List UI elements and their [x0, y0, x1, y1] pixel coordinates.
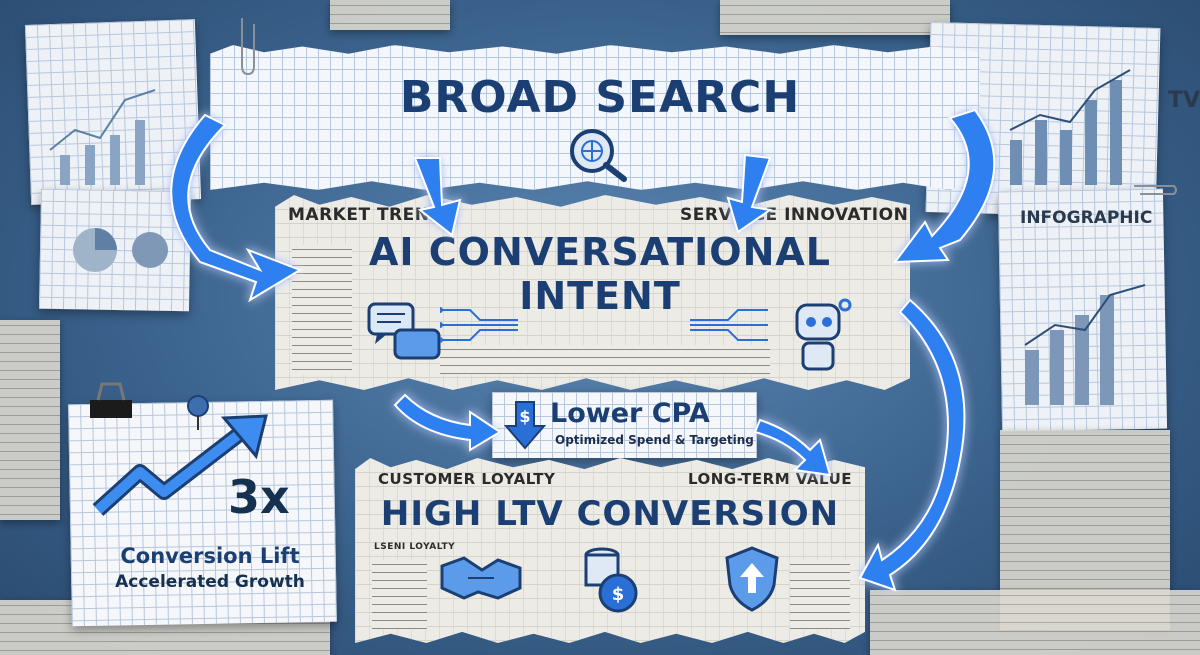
ai-conversational-title: AI CONVERSATIONAL — [368, 230, 831, 274]
circuit-icon — [440, 307, 518, 343]
high-ltv-title: HIGH LTV CONVERSION — [380, 494, 840, 534]
broad-search-panel — [210, 45, 980, 190]
coins-icon: $ — [584, 547, 638, 613]
intent-title: INTENT — [519, 274, 681, 318]
robot-icon — [795, 298, 852, 371]
binder-clip-icon — [90, 382, 132, 418]
lift-sublabel: Accelerated Growth — [115, 572, 305, 592]
customer-loyalty-kicker: CUSTOMER LOYALTY — [378, 470, 556, 488]
text-columns-bottom-left — [372, 560, 427, 630]
chat-bubbles-icon — [367, 302, 441, 360]
trend-up-arrow-icon — [92, 414, 268, 516]
bg-newsprint-top-left — [330, 0, 450, 30]
paperclip-icon — [1134, 185, 1177, 195]
svg-text:$: $ — [612, 584, 625, 605]
bg-infographic-label: INFOGRAPHIC — [1020, 208, 1153, 228]
shield-up-icon — [725, 546, 779, 612]
broad-search-title: BROAD SEARCH — [399, 72, 801, 123]
lift-label: Conversion Lift — [120, 544, 300, 568]
bg-newsprint-bottom — [870, 590, 1200, 655]
circuit-icon — [690, 309, 768, 341]
pushpin-icon — [187, 395, 209, 430]
down-arrow-dollar-icon: $ — [504, 401, 546, 450]
text-columns-left — [292, 245, 352, 375]
market-trends-kicker: MARKET TRENDS — [288, 205, 457, 225]
bg-tv-label: TV — [1168, 88, 1200, 113]
lower-cpa-subtitle: Optimized Spend & Targeting — [555, 433, 754, 447]
lift-value: 3x — [228, 470, 290, 524]
text-columns-mid — [440, 345, 770, 375]
loyalty-column-label: LSENI LOYALTY — [374, 542, 456, 552]
bar-chart-icon — [49, 89, 156, 185]
pie-chart-icon — [73, 228, 168, 272]
bar-chart-icon — [1009, 69, 1131, 185]
long-term-value-kicker: LONG-TERM VALUE — [688, 470, 852, 488]
svg-text:$: $ — [519, 407, 530, 426]
bg-newsprint-top — [720, 0, 950, 35]
handshake-icon — [440, 556, 522, 600]
globe-search-icon — [570, 129, 627, 182]
paperclip-icon — [241, 18, 255, 76]
bar-chart-icon — [1024, 284, 1146, 405]
lower-cpa-title: Lower CPA — [550, 398, 710, 429]
text-columns-bottom-right — [790, 560, 850, 630]
bg-newsprint-left — [0, 320, 60, 520]
